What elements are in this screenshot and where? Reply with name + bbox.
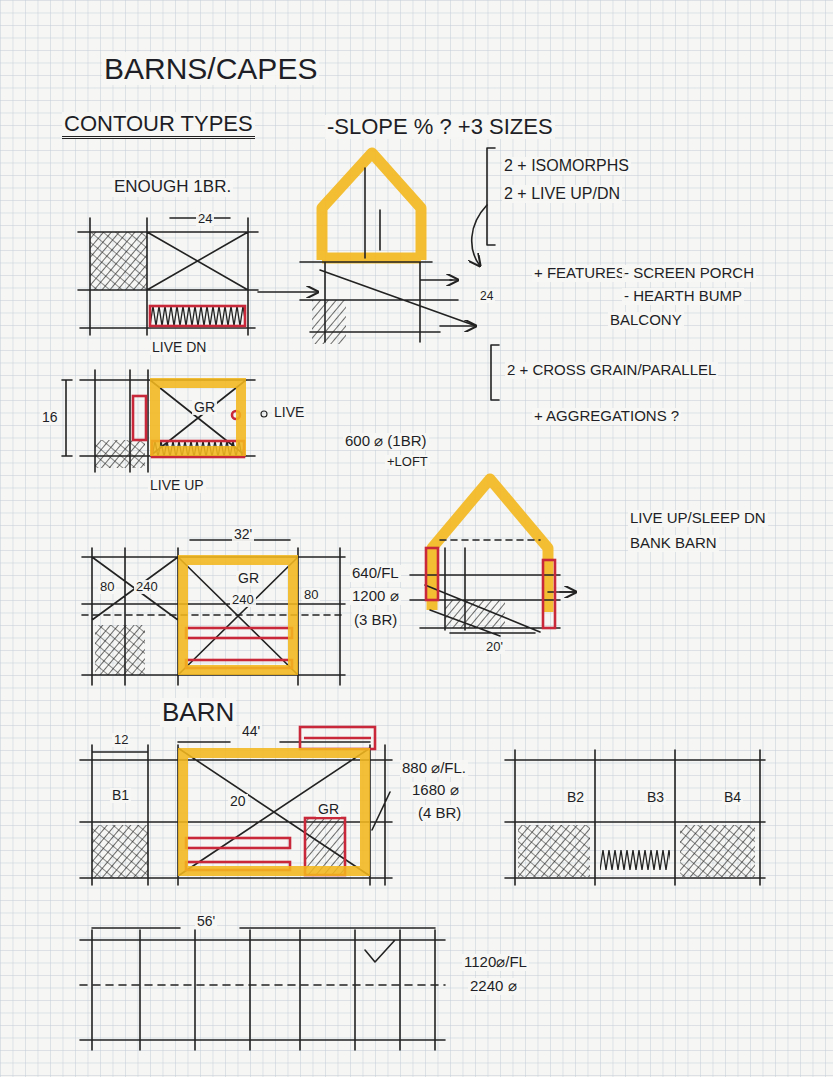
sketch-label: -SLOPE % ? +3 SIZES [325, 115, 555, 139]
sketch-label: ENOUGH 1BR. [112, 178, 233, 197]
red-porch [304, 737, 371, 740]
hatch [518, 825, 590, 877]
room-label: 240 [230, 593, 256, 607]
sketch-label: BARN [160, 698, 236, 727]
dashed-line [440, 539, 540, 541]
sketch-label: 56' [195, 914, 217, 929]
arrow [258, 291, 318, 293]
hatch [95, 440, 145, 468]
sketch-label: + AGGREGATIONS ? [532, 408, 681, 425]
sketch-label: LIVE UP/SLEEP DN [628, 510, 768, 527]
hatch [92, 825, 148, 878]
hatch [90, 232, 147, 290]
sketch-label: (3 BR) [352, 612, 399, 629]
hatch [95, 440, 145, 468]
dashed-line [80, 984, 445, 986]
sketch-label: 1680 ⌀ [410, 782, 461, 799]
sketch-label: (4 BR) [416, 805, 463, 822]
plan-lines [505, 750, 765, 885]
sketch-label: B2 [565, 790, 586, 805]
dashed-line [82, 614, 345, 616]
plan-lines [80, 742, 392, 885]
bracket [487, 148, 495, 245]
sketch-label: B3 [645, 790, 666, 805]
hatch [518, 825, 590, 877]
hatch [90, 232, 147, 290]
sketch-label: - HEARTH BUMP [622, 288, 744, 305]
sketch-label: 1200 ⌀ [350, 588, 401, 605]
sketch-label: 20' [484, 640, 505, 654]
sketch-label: 32' [232, 527, 254, 542]
arrow [472, 205, 487, 266]
sketch-label: LIVE DN [150, 340, 208, 355]
sketch-label: 16 [40, 410, 60, 425]
plan-lines [80, 928, 445, 1050]
stair-outline [150, 306, 245, 326]
stair [150, 306, 245, 326]
sketch-label: 640/FL [350, 565, 401, 582]
hatch [95, 625, 145, 675]
sketch-label: CONTOUR TYPES [62, 112, 255, 139]
sketch-label: BALCONY [608, 312, 684, 329]
room-label: GR [316, 802, 341, 817]
sketch-label: 600 ⌀ (1BR) [343, 433, 429, 450]
sketch-label: - SCREEN PORCH [622, 265, 756, 282]
hatch [92, 825, 148, 878]
sketch-label: + FEATURES [532, 265, 628, 282]
sketch-label: 240 [134, 580, 160, 594]
sketch-label: 24 [196, 212, 214, 226]
arrow [440, 325, 476, 327]
room-label: GR [236, 571, 261, 586]
sketch-label: B4 [722, 790, 743, 805]
sketch-label: 80 [98, 580, 116, 594]
red-bar [186, 838, 290, 848]
sketch-label: 880 ⌀/FL. [400, 760, 468, 777]
plan-room: GR [150, 378, 246, 456]
arrow [450, 279, 458, 281]
red-bump [543, 560, 555, 628]
hatch [680, 825, 755, 877]
sketch-label: 44' [240, 724, 262, 739]
sketch-label: 80 [302, 588, 320, 602]
sketch-label: +LOFT [385, 455, 430, 469]
section-outline [322, 153, 421, 260]
sketch-label: B1 [110, 788, 131, 803]
plan-lines [82, 540, 345, 685]
small-circle [261, 411, 267, 417]
red-bump [426, 548, 438, 600]
section-lines [300, 168, 476, 342]
red-bar [186, 628, 292, 638]
sketch-label: 1120⌀/FL [462, 954, 529, 971]
plan-room: GR 240 [178, 555, 298, 675]
stair [600, 850, 670, 870]
room-label: GR [192, 400, 217, 415]
plan-room: 20GR [178, 748, 370, 876]
section-lines [410, 548, 575, 636]
sketch-label: 2 + LIVE UP/DN [502, 185, 622, 203]
red-porch [300, 727, 375, 749]
bracket [491, 345, 499, 400]
hatch [680, 825, 755, 877]
plan-lines [78, 218, 258, 335]
sketch-label: 2 + CROSS GRAIN/PARALLEL [505, 362, 718, 379]
arrow [560, 591, 576, 593]
sketch-label: BANK BARN [628, 535, 719, 552]
section-outline [432, 479, 548, 612]
hatch [312, 300, 346, 344]
hatch [95, 625, 145, 675]
plan-lines [62, 370, 255, 472]
sketch-label: 2 + ISOMORPHS [502, 157, 631, 175]
sheet-title: BARNS/CAPES [102, 52, 319, 85]
sketch-label: LIVE UP [148, 478, 206, 493]
room-label: 20 [228, 794, 248, 809]
sketch-label: LIVE [272, 405, 306, 420]
sketch-label: 12 [112, 733, 130, 747]
red-bump [133, 396, 146, 440]
sketch-label: 2240 ⌀ [468, 978, 519, 995]
sketch-label: 24 [478, 290, 495, 303]
